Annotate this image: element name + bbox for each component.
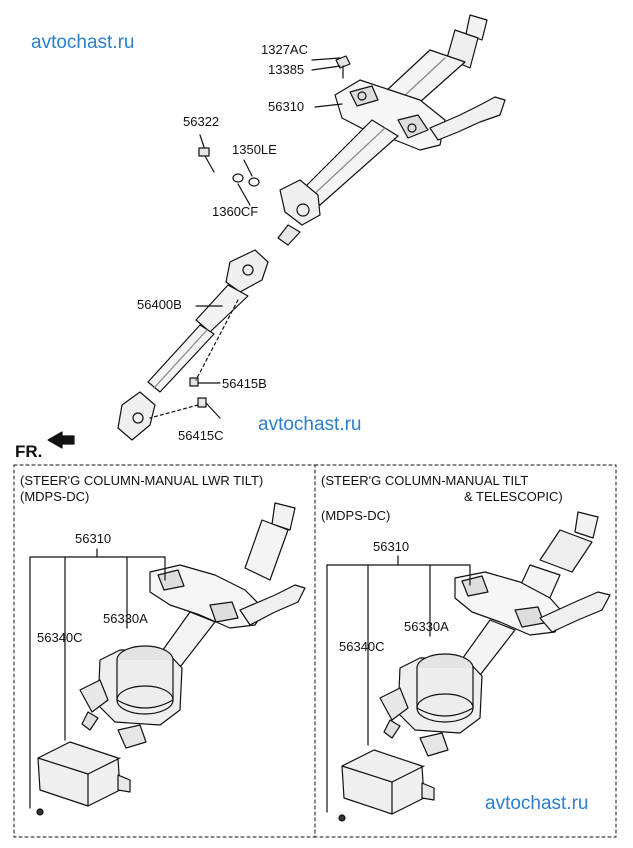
- left-variant-subtitle: (MDPS-DC): [20, 489, 90, 504]
- part-label-56310: 56310: [268, 99, 305, 114]
- left-part-label-56330a: 56330A: [103, 611, 148, 626]
- left-part-label-56310: 56310: [75, 531, 112, 546]
- left-variant-art: [29, 502, 306, 816]
- left-variant-title: (STEER'G COLUMN-MANUAL LWR TILT): [20, 473, 264, 488]
- front-direction-label: FR.: [15, 442, 43, 461]
- part-label-56322: 56322: [183, 114, 220, 129]
- right-part-label-56310: 56310: [373, 539, 410, 554]
- left-part-label-56340c: 56340C: [37, 630, 83, 645]
- watermark-text: avtochast.ru: [31, 32, 135, 53]
- right-part-label-56340c: 56340C: [339, 639, 385, 654]
- part-label-56400b: 56400B: [137, 297, 182, 312]
- part-label-1360cf: 1360CF: [212, 204, 259, 219]
- right-variant-title-cont: & TELESCOPIC): [464, 489, 563, 504]
- part-label-1350le: 1350LE: [232, 142, 277, 157]
- intermediate-shaft-art: [117, 249, 269, 441]
- part-label-56415b: 56415B: [222, 376, 267, 391]
- part-label-1327ac: 1327AC: [261, 42, 308, 57]
- right-variant-subtitle: (MDPS-DC): [321, 508, 391, 523]
- watermark-text: avtochast.ru: [258, 414, 362, 435]
- right-variant-art: [326, 511, 611, 822]
- part-label-56415c: 56415C: [178, 428, 224, 443]
- watermark-text: avtochast.ru: [485, 793, 589, 814]
- part-label-13385: 13385: [268, 62, 305, 77]
- top-steering-column-art: [198, 14, 506, 246]
- right-variant-title: (STEER'G COLUMN-MANUAL TILT: [321, 473, 529, 488]
- right-part-label-56330a: 56330A: [404, 619, 449, 634]
